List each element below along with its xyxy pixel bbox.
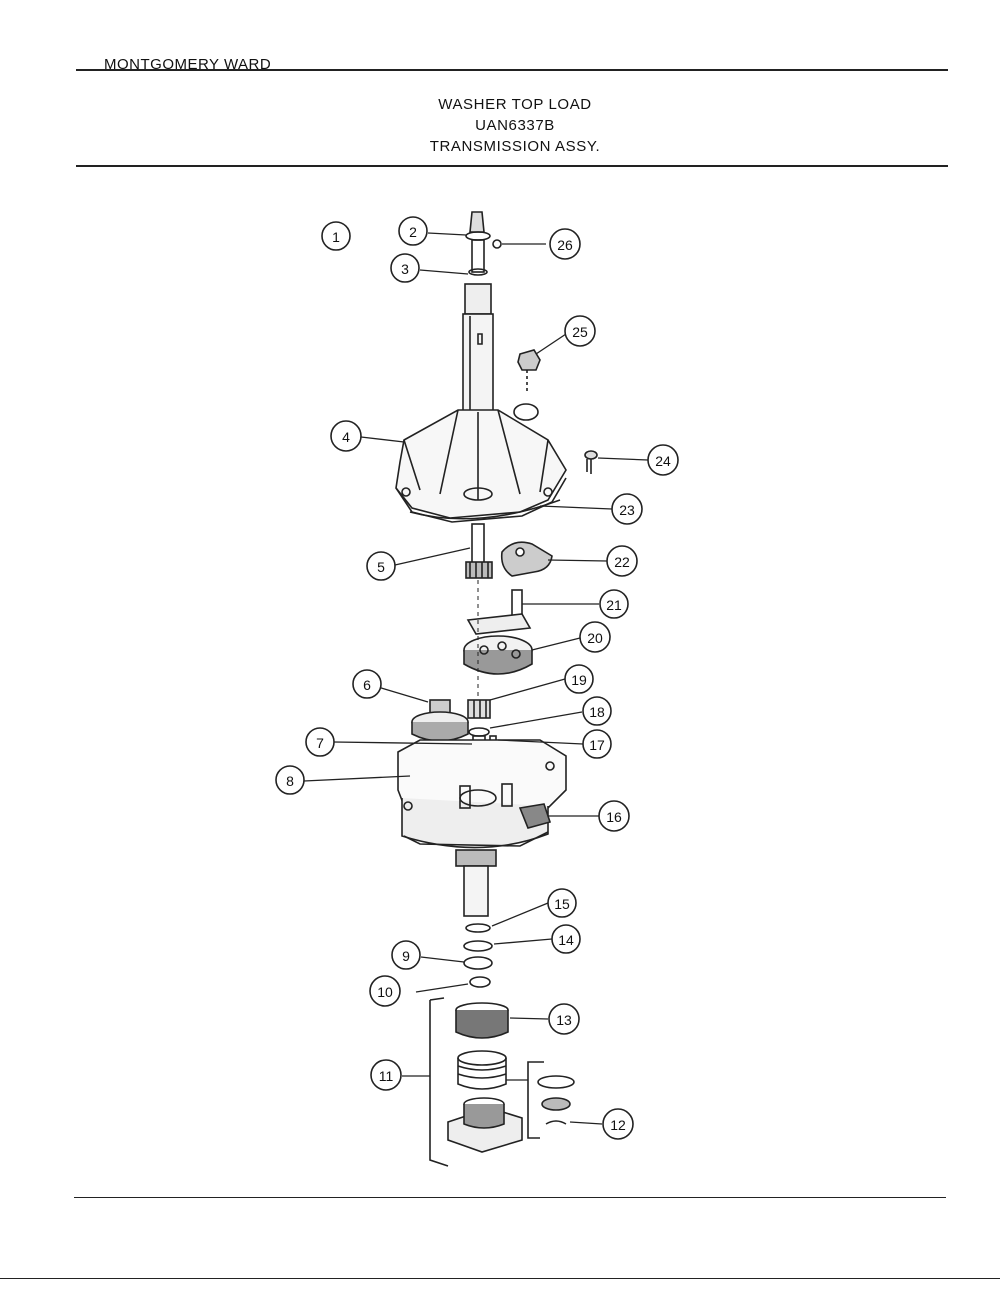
callout-16-label: 16 bbox=[606, 809, 622, 825]
callout-6: 6 bbox=[352, 669, 382, 699]
callout-4: 4 bbox=[330, 420, 362, 452]
part-5-pinion-shaft bbox=[465, 523, 493, 579]
callout-25-label: 25 bbox=[572, 324, 588, 340]
callout-20-label: 20 bbox=[587, 630, 603, 646]
callout-19: 19 bbox=[564, 664, 594, 694]
title-line-2: UAN6337B bbox=[475, 117, 555, 134]
callout-17: 17 bbox=[582, 729, 612, 759]
part-24-screw bbox=[584, 450, 598, 474]
callout-7: 7 bbox=[305, 727, 335, 757]
part-11-seal-assembly bbox=[429, 997, 523, 1167]
part-agitator-shaft bbox=[462, 283, 494, 425]
header-bottom-rule bbox=[76, 165, 948, 167]
callout-9: 9 bbox=[391, 940, 421, 970]
callout-20: 20 bbox=[579, 621, 611, 653]
brand-name: MONTGOMERY WARD bbox=[104, 56, 272, 73]
callout-18: 18 bbox=[582, 696, 612, 726]
callout-19-label: 19 bbox=[571, 672, 587, 688]
callout-22: 22 bbox=[606, 545, 638, 577]
callout-2-label: 2 bbox=[409, 224, 417, 240]
callout-5: 5 bbox=[366, 551, 396, 581]
part-4-transmission-cover bbox=[395, 403, 567, 523]
diagram-title: WASHER TOP LOAD UAN6337B TRANSMISSION AS… bbox=[0, 94, 1000, 157]
callout-12: 12 bbox=[602, 1108, 634, 1140]
callout-9-label: 9 bbox=[402, 948, 410, 964]
callout-22-label: 22 bbox=[614, 554, 630, 570]
callout-1: 1 bbox=[321, 221, 351, 251]
callout-25: 25 bbox=[564, 315, 596, 347]
callout-23: 23 bbox=[611, 493, 643, 525]
callout-23-label: 23 bbox=[619, 502, 635, 518]
callout-15-label: 15 bbox=[554, 896, 570, 912]
part-22-cam bbox=[500, 541, 553, 577]
callout-1-label: 1 bbox=[332, 229, 340, 245]
callout-24: 24 bbox=[647, 444, 679, 476]
callout-16: 16 bbox=[598, 800, 630, 832]
callout-8-label: 8 bbox=[286, 773, 294, 789]
title-line-3: TRANSMISSION ASSY. bbox=[429, 138, 601, 155]
callout-7-label: 7 bbox=[316, 735, 324, 751]
callout-4-label: 4 bbox=[342, 429, 350, 445]
callout-26: 26 bbox=[549, 228, 581, 260]
callout-21: 21 bbox=[599, 589, 629, 619]
header-top-rule bbox=[76, 69, 948, 71]
footer-rule bbox=[74, 1197, 946, 1198]
callout-24-label: 24 bbox=[655, 453, 671, 469]
part-19-pinion bbox=[467, 699, 491, 719]
callout-10: 10 bbox=[369, 975, 401, 1007]
callout-13-label: 13 bbox=[556, 1012, 572, 1028]
part-6-compound-gear bbox=[411, 699, 469, 742]
callout-2: 2 bbox=[398, 216, 428, 246]
page-bottom-rule bbox=[0, 1278, 1000, 1279]
part-16-lower-housing bbox=[397, 739, 567, 849]
callout-18-label: 18 bbox=[589, 704, 605, 720]
callout-8: 8 bbox=[275, 765, 305, 795]
part-25-plug bbox=[517, 349, 541, 394]
callout-14-label: 14 bbox=[558, 932, 574, 948]
callout-21-label: 21 bbox=[606, 597, 622, 613]
callout-5-label: 5 bbox=[377, 559, 385, 575]
callout-13: 13 bbox=[548, 1003, 580, 1035]
callout-17-label: 17 bbox=[589, 737, 605, 753]
part-shaft-top bbox=[465, 211, 502, 276]
callout-11-label: 11 bbox=[379, 1068, 394, 1084]
callout-6-label: 6 bbox=[363, 677, 371, 693]
part-20-large-gear bbox=[463, 635, 533, 675]
callout-26-label: 26 bbox=[557, 237, 573, 253]
callout-15: 15 bbox=[547, 888, 577, 918]
part-21-shift-fork bbox=[466, 589, 532, 635]
callout-14: 14 bbox=[551, 924, 581, 954]
callout-11: 11 bbox=[370, 1059, 402, 1091]
callout-10-label: 10 bbox=[377, 984, 393, 1000]
callout-3: 3 bbox=[390, 253, 420, 283]
part-washers bbox=[463, 923, 493, 988]
part-lower-shaft bbox=[455, 849, 497, 917]
callout-12-label: 12 bbox=[610, 1117, 626, 1133]
callout-3-label: 3 bbox=[401, 261, 409, 277]
title-line-1: WASHER TOP LOAD bbox=[438, 96, 592, 113]
part-12-clip-set bbox=[527, 1061, 575, 1139]
